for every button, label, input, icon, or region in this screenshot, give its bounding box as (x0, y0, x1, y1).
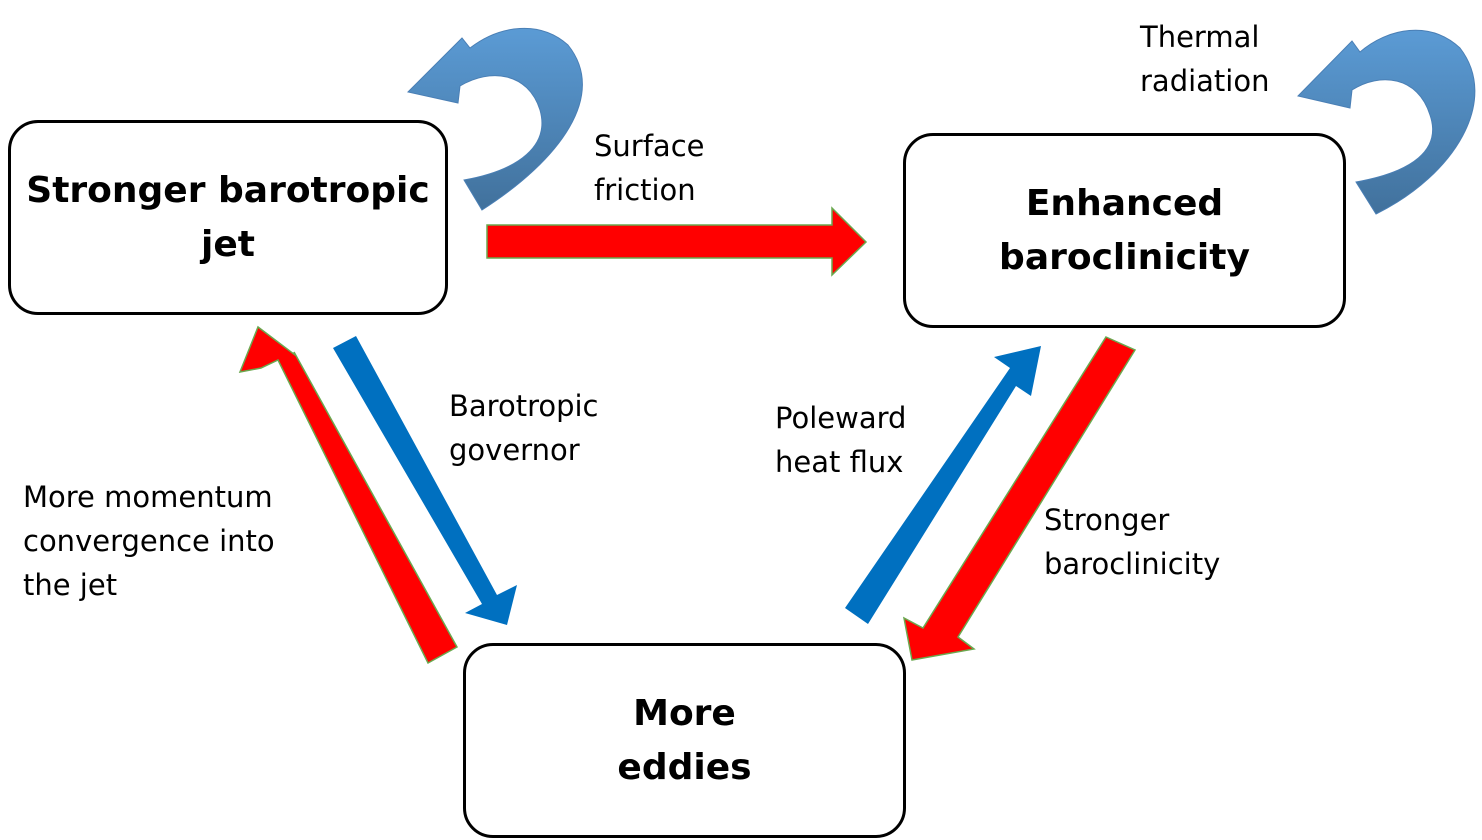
label-line: the jet (23, 568, 118, 602)
label-thermal-radiation: Thermal radiation (1140, 15, 1269, 103)
node-label-line: eddies (617, 746, 752, 788)
label-line: convergence into (23, 524, 275, 558)
node-label-line: More (633, 692, 736, 734)
arrow-momentum-convergence (238, 325, 459, 665)
node-more-eddies: More eddies (463, 643, 906, 838)
label-stronger-baroclinicity: Stronger baroclinicity (1044, 498, 1220, 586)
label-line: Stronger (1044, 503, 1170, 537)
arrow-surface-friction (486, 206, 868, 277)
node-label-line: jet (201, 223, 255, 265)
node-stronger-barotropic-jet: Stronger barotropic jet (8, 120, 448, 315)
arrow-poleward-heat-flux (845, 346, 1041, 624)
label-poleward-heat-flux: Poleward heat flux (775, 396, 906, 484)
label-momentum-convergence: More momentum convergence into the jet (23, 475, 275, 607)
arrow-stronger-baroclinicity (902, 336, 1137, 661)
label-line: Surface (594, 129, 705, 163)
label-line: governor (449, 433, 580, 467)
curved-feedback-arrow-jet (407, 27, 583, 211)
curved-feedback-arrow-thermal (1297, 29, 1476, 215)
label-line: Barotropic (449, 389, 599, 423)
label-surface-friction: Surface friction (594, 124, 704, 212)
node-enhanced-baroclinicity: Enhanced baroclinicity (903, 133, 1346, 328)
label-line: baroclinicity (1044, 547, 1221, 581)
node-label-line: Stronger barotropic (26, 169, 430, 211)
label-line: heat flux (775, 445, 904, 479)
label-line: Thermal (1140, 20, 1260, 54)
label-line: Poleward (775, 401, 907, 435)
node-label-line: Enhanced (1025, 182, 1224, 224)
node-label-line: baroclinicity (999, 236, 1250, 278)
label-line: friction (594, 173, 696, 207)
label-barotropic-governor: Barotropic governor (449, 384, 599, 472)
arrow-barotropic-governor (333, 336, 517, 625)
label-line: radiation (1140, 64, 1270, 98)
label-line: More momentum (23, 480, 273, 514)
